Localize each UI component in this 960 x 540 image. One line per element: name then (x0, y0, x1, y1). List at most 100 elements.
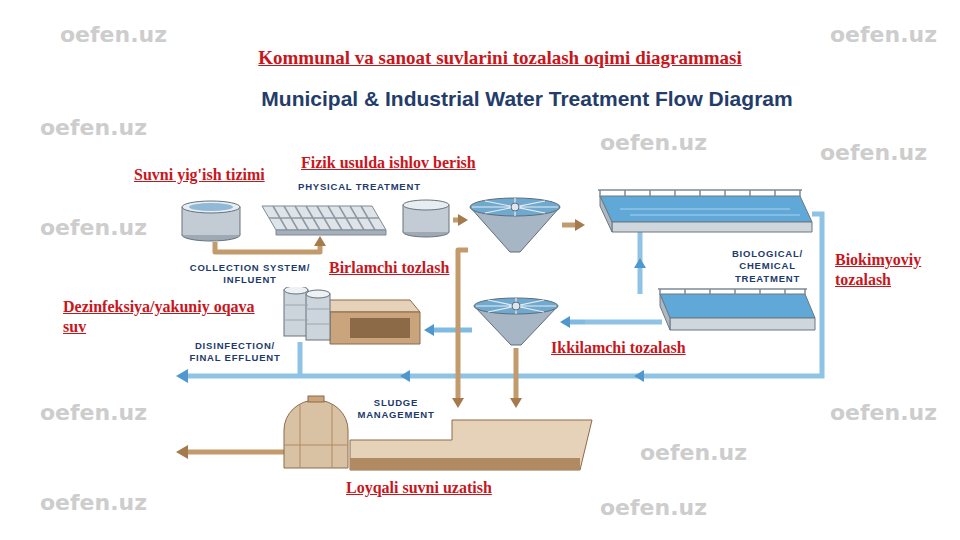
screen-grid (269, 206, 379, 230)
contact-tank-top (320, 300, 420, 312)
dome-seams (284, 405, 348, 468)
flow-arrow (176, 369, 188, 383)
basin-side (600, 196, 612, 232)
slab-front (350, 458, 580, 470)
screen-edge (276, 230, 386, 235)
pipe-connector (562, 219, 585, 231)
pipe-connector (215, 236, 326, 252)
clarifier-hub (512, 302, 520, 310)
watermark: oefen.uz (640, 440, 747, 466)
stage-caption: Fizik usulda ishlov berish (300, 153, 477, 173)
pipe (432, 328, 472, 333)
tank-top (403, 200, 449, 210)
tank-top (306, 290, 330, 298)
basin-water (600, 196, 812, 222)
heading-translation: Kommunal va sanoat suvlarini tozalash oq… (257, 46, 743, 70)
aeration-basin (598, 190, 812, 232)
pipe (215, 242, 320, 252)
stage-name: SLUDGE MANAGEMENT (348, 397, 444, 422)
brown-pipe (186, 450, 284, 455)
stage-caption: Loyqali suvni uzatish (345, 478, 493, 498)
basin-railing (598, 190, 802, 197)
pipe-connector (560, 316, 585, 328)
pipe (568, 320, 585, 325)
primary-clarifier (470, 198, 560, 252)
digester-cap (308, 396, 324, 402)
sludge-slab (350, 420, 592, 470)
pipe (562, 223, 577, 228)
arrowhead (510, 398, 522, 408)
watermark: oefen.uz (40, 490, 147, 516)
contact-tank-opening (350, 318, 410, 338)
stage-name: PHYSICAL TREATMENT (297, 181, 422, 193)
pipe (514, 348, 519, 400)
sludge-out-pipe (176, 445, 284, 459)
pipe-connector (452, 250, 468, 408)
flow-arrow (634, 370, 644, 382)
arrowhead (452, 398, 464, 408)
contact-tank-front (330, 312, 420, 344)
collection-tank (182, 201, 240, 241)
basin-ripples (620, 209, 800, 215)
process-stage: Dezinfeksiya/yakuniy oqava suvDISINFECTI… (282, 282, 424, 348)
watermark: oefen.uz (600, 130, 707, 156)
stage-name: BIOLOGICAL/ CHEMICAL TREATMENT (720, 248, 815, 285)
pipe-connector (424, 324, 472, 336)
watermark: oefen.uz (830, 400, 937, 426)
basin-water (660, 294, 815, 318)
chemical-tank (306, 294, 330, 340)
stage-caption: Biokimyoviy tozalash (834, 250, 934, 290)
secondary-clarifier (474, 298, 558, 345)
arrowhead (458, 214, 468, 226)
disinfection-unit (284, 286, 420, 344)
grit-tank (403, 200, 449, 237)
clarifier-top (470, 198, 560, 216)
flow-arrow (400, 370, 410, 382)
flow-arrow (634, 258, 646, 268)
stage-name: DISINFECTION/ FINAL EFFLUENT (185, 340, 285, 365)
watermark: oefen.uz (830, 22, 937, 48)
pipe-connector (510, 348, 522, 408)
watermark: oefen.uz (60, 22, 167, 48)
arrowhead (560, 316, 570, 328)
watermark: oefen.uz (40, 400, 147, 426)
chemical-tank (284, 290, 308, 336)
stage-caption: Ikkilamchi tozalash (550, 338, 687, 358)
tank-top (284, 286, 308, 294)
pipe (458, 250, 468, 400)
stage-caption: Birlamchi tozlash (328, 258, 450, 278)
basin-wall (612, 222, 812, 232)
process-stage: BIOLOGICAL/ CHEMICAL TREATMENTBiokimyovi… (585, 192, 817, 337)
process-stage: SLUDGE MANAGEMENTLoyqali suvni uzatish (278, 408, 592, 473)
arrowhead (424, 324, 434, 336)
sludge-digester (284, 396, 592, 470)
watermark: oefen.uz (820, 140, 927, 166)
tank-top (182, 201, 240, 213)
clarifier-arms (472, 198, 558, 216)
tank-bands (284, 305, 330, 324)
tank-water (189, 203, 233, 211)
screen-deck (262, 206, 386, 230)
clarifier-top (474, 298, 558, 314)
clarifier-arms (476, 298, 556, 314)
digester-dome (284, 400, 348, 468)
watermark: oefen.uz (40, 115, 147, 141)
blue-pipe (585, 320, 662, 325)
watermark: oefen.uz (40, 215, 147, 241)
process-stage: Fizik usulda ishlov berishPHYSICAL TREAT… (255, 195, 453, 236)
bar-screen (262, 206, 386, 235)
aeration-basin (658, 289, 815, 330)
process-stage: Ikkilamchi tozalash (472, 298, 560, 348)
process-stage: Suvni yig'ish tizimiCOLLECTION SYSTEM/ I… (180, 198, 242, 242)
stage-caption: Dezinfeksiya/yakuniy oqava suv (62, 297, 267, 337)
basin-side (660, 294, 670, 330)
blue-pipe (298, 342, 303, 376)
stage-name: COLLECTION SYSTEM/ INFLUENT (175, 262, 325, 287)
basin-wall (670, 318, 815, 330)
watermark: oefen.uz (600, 495, 707, 521)
flow-arrow (176, 445, 188, 459)
process-stage: Birlamchi tozlash (468, 198, 562, 258)
